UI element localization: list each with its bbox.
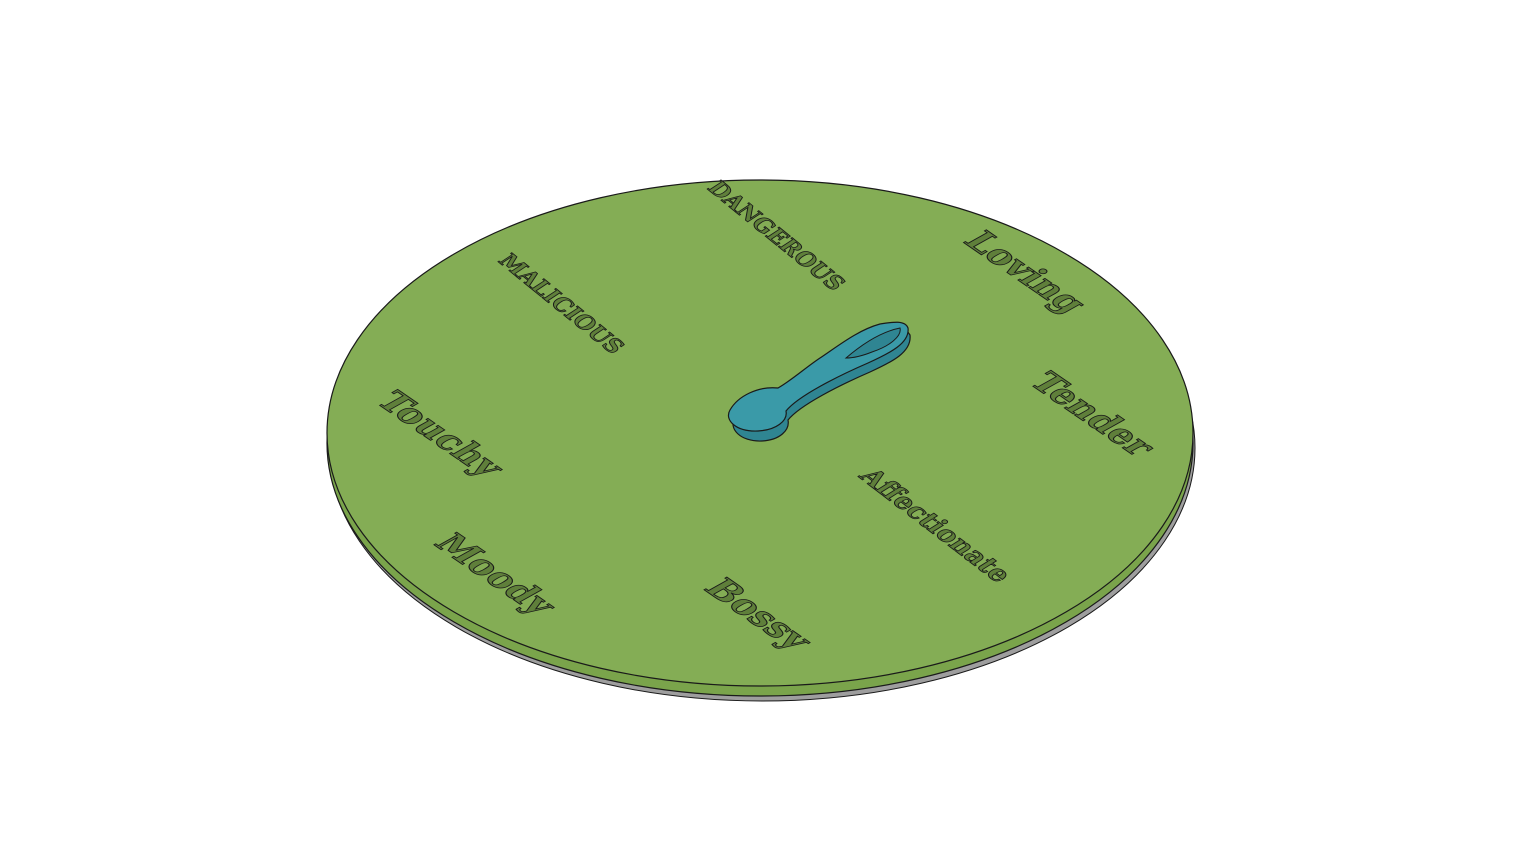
spoon-pointer-slot: [844, 327, 901, 359]
spoon-pointer[interactable]: [727, 321, 911, 442]
